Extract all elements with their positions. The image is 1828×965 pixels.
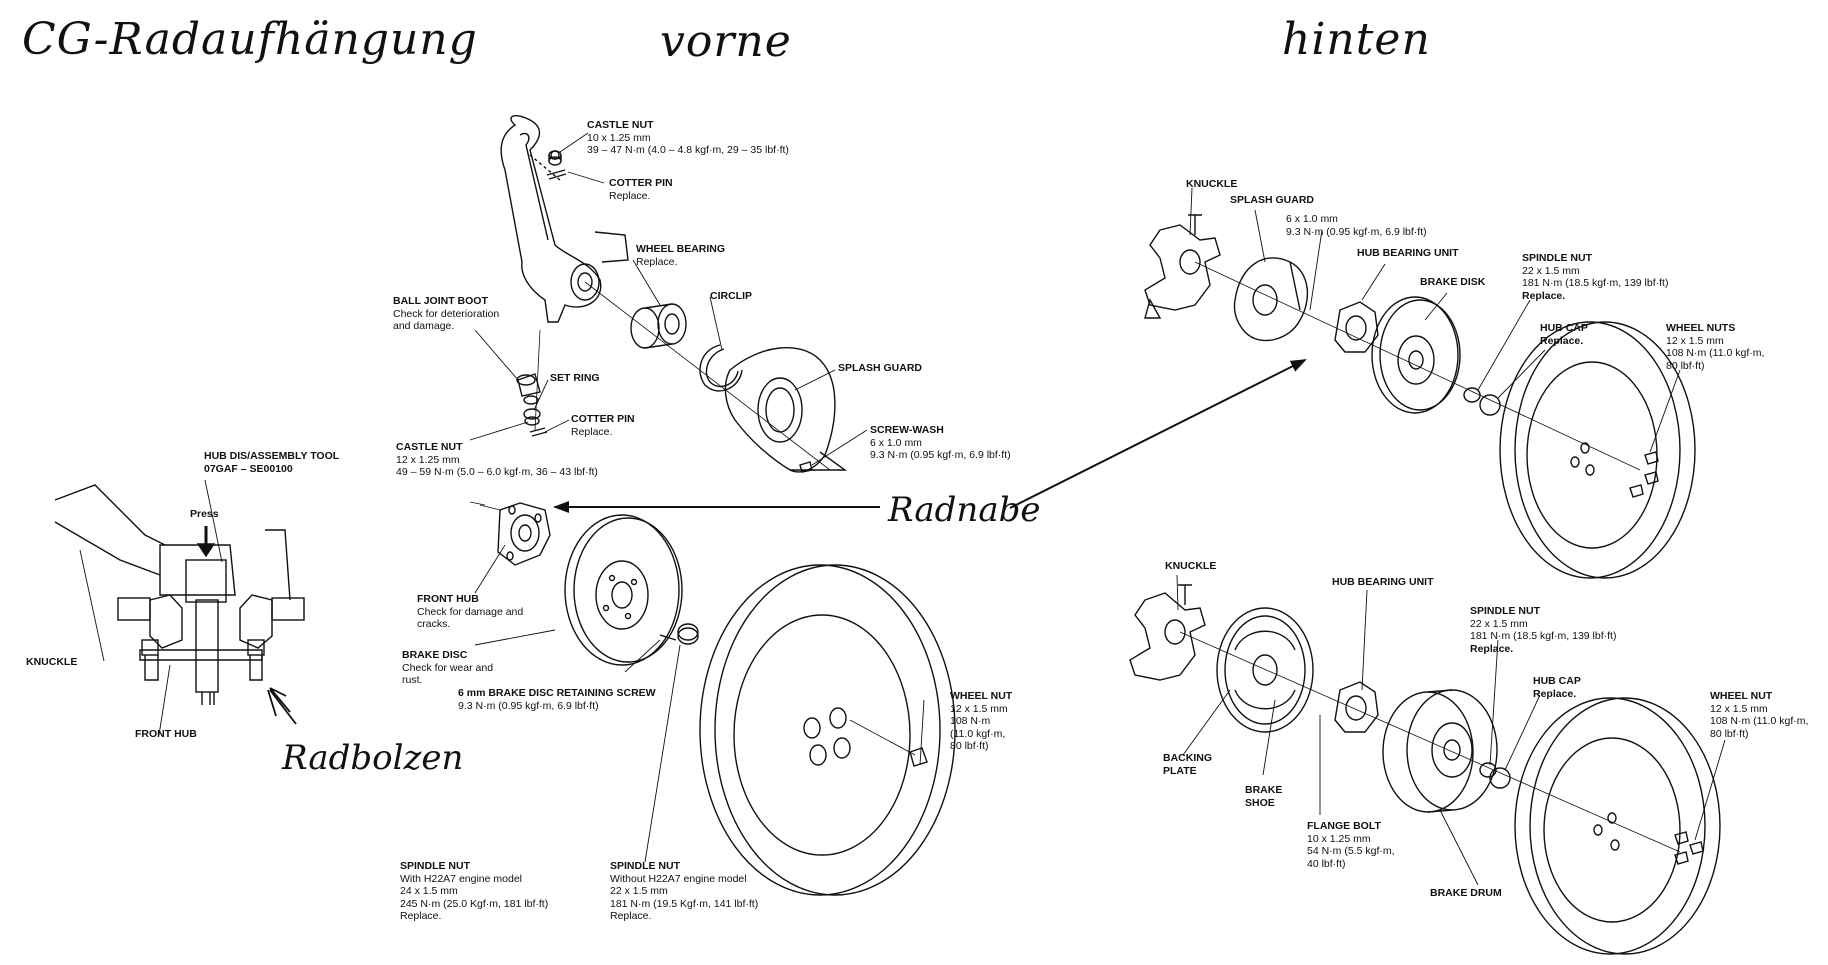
front-retaining-screw-part — [659, 634, 677, 641]
hub-tool-drawing — [54, 484, 305, 705]
rear-drum-hub-bearing-part — [1334, 681, 1379, 733]
rear-brake-drum-label: BRAKE DRUM — [1430, 887, 1502, 899]
rear-brake-disk-label: BRAKE DISK — [1420, 276, 1486, 288]
front-splash-guard-part — [724, 347, 848, 473]
rear-drum-spindle-nut-label: SPINDLE NUT 22 x 1.5 mm 181 N·m (18.5 kg… — [1470, 605, 1617, 655]
front-spindle-nut-b-label: SPINDLE NUT Without H22A7 engine model 2… — [610, 860, 759, 922]
front-hub-part — [469, 501, 551, 566]
rear-disc-hub-cap-label: HUB CAP Replace. — [1540, 322, 1588, 347]
rear-heading: hinten — [1282, 14, 1431, 65]
diagram-title: CG-Radaufhängung — [22, 14, 478, 65]
hub-tool-label: HUB DIS/ASSEMBLY TOOL 07GAF – SE00100 — [204, 450, 340, 475]
set-ring-part — [523, 408, 541, 420]
front-ball-joint-boot-part — [516, 373, 548, 437]
rear-drum-hub-bearing-label: HUB BEARING UNIT — [1332, 576, 1434, 588]
front-knuckle-drawing — [500, 114, 629, 323]
press-label: Press — [190, 508, 219, 520]
front-wheel-nut-label: WHEEL NUT 12 x 1.5 mm 108 N·m (11.0 kgf·… — [950, 690, 1013, 752]
tool-knuckle-label: KNUCKLE — [26, 656, 78, 668]
front-splash-guard-label: SPLASH GUARD — [838, 362, 923, 374]
radbolzen-arrow — [269, 689, 297, 725]
rear-disc-hub-bearing-part — [1334, 301, 1379, 353]
rear-drum-knuckle-drawing — [1129, 584, 1206, 681]
rear-disc-knuckle-label: KNUCKLE — [1186, 178, 1238, 190]
front-brake-disc-label: BRAKE DISC Check for wear and rust. — [402, 649, 494, 686]
rear-flange-bolt-label: FLANGE BOLT 10 x 1.25 mm 54 N·m (5.5 kgf… — [1307, 820, 1395, 870]
front-screw-wash-part — [799, 461, 813, 473]
front-circlip-part — [699, 344, 743, 392]
rear-disc-splash-guard-spec: 6 x 1.0 mm 9.3 N·m (0.95 kgf·m, 6.9 lbf·… — [1286, 213, 1427, 238]
rear-disc-splash-guard-label: SPLASH GUARD — [1230, 194, 1315, 206]
rear-drum-spindle-nut-part — [1479, 762, 1511, 789]
front-castle-nut-top-label: CASTLE NUT 10 x 1.25 mm 39 – 47 N·m (4.0… — [587, 119, 789, 156]
front-cotter-pin-top-label: COTTER PIN Replace. — [609, 177, 673, 202]
front-wheel-bearing-label: WHEEL BEARING Replace. — [636, 243, 726, 268]
rear-drum-tire-part — [1514, 697, 1721, 955]
front-retaining-screw-label: 6 mm BRAKE DISC RETAINING SCREW 9.3 N·m … — [458, 687, 656, 712]
rear-disc-wheel-nuts-part — [1629, 451, 1659, 498]
front-ball-joint-boot-label: BALL JOINT BOOT Check for deterioration … — [393, 295, 500, 332]
front-spindle-nut-a-label: SPINDLE NUT With H22A7 engine model 24 x… — [400, 860, 549, 922]
rear-backing-plate-part — [1216, 607, 1314, 733]
front-tire-part — [699, 564, 956, 896]
rear-disc-spindle-nut-part — [1463, 387, 1501, 416]
radnabe-rear-arrow — [1009, 359, 1307, 509]
rear-drum-wheel-nut-part — [1674, 831, 1704, 865]
rear-disc-hub-bearing-label: HUB BEARING UNIT — [1357, 247, 1459, 259]
rear-drum-wheel-nut-label: WHEEL NUT 12 x 1.5 mm 108 N·m (11.0 kgf·… — [1710, 690, 1809, 740]
tool-front-hub-label: FRONT HUB — [135, 728, 197, 740]
front-castle-nut-bottom-label: CASTLE NUT 12 x 1.25 mm 49 – 59 N·m (5.0… — [396, 441, 598, 478]
rear-brake-disk-part — [1371, 296, 1461, 414]
front-screw-wash-label: SCREW-WASH 6 x 1.0 mm 9.3 N·m (0.95 kgf·… — [870, 424, 1011, 461]
cotter-pin-bottom-part — [529, 427, 548, 437]
leader-lines — [79, 132, 1726, 886]
front-castle-nut-top-part — [546, 150, 567, 180]
radbolzen-note: Radbolzen — [282, 738, 464, 778]
front-heading: vorne — [660, 16, 792, 67]
rear-disc-knuckle-drawing — [1144, 214, 1221, 319]
rear-drum-knuckle-label: KNUCKLE — [1165, 560, 1217, 572]
rear-disc-wheel-nuts-label: WHEEL NUTS 12 x 1.5 mm 108 N·m (11.0 kgf… — [1666, 322, 1765, 372]
front-hub-label: FRONT HUB Check for damage and cracks. — [417, 593, 524, 630]
rear-disc-splash-guard-part — [1233, 257, 1309, 342]
front-spindle-nut-part — [677, 623, 699, 645]
radnabe-note: Radnabe — [888, 490, 1041, 530]
rear-brake-drum-part — [1382, 689, 1498, 813]
front-cotter-pin-bottom-label: COTTER PIN Replace. — [571, 413, 635, 438]
front-circlip-label: CIRCLIP — [710, 290, 752, 302]
front-set-ring-label: SET RING — [550, 372, 600, 384]
front-wheel-nut-part — [909, 747, 928, 767]
front-wheel-bearing-part — [630, 303, 687, 349]
cotter-pin-top-part — [546, 169, 567, 180]
rear-backing-plate-label: BACKING PLATE — [1163, 752, 1212, 777]
rear-drum-hub-cap-label: HUB CAP Replace. — [1533, 675, 1581, 700]
front-brake-disc-part — [564, 514, 683, 666]
rear-brake-shoe-label: BRAKE SHOE — [1245, 784, 1283, 809]
rear-disc-spindle-nut-label: SPINDLE NUT 22 x 1.5 mm 181 N·m (18.5 kg… — [1522, 252, 1669, 302]
